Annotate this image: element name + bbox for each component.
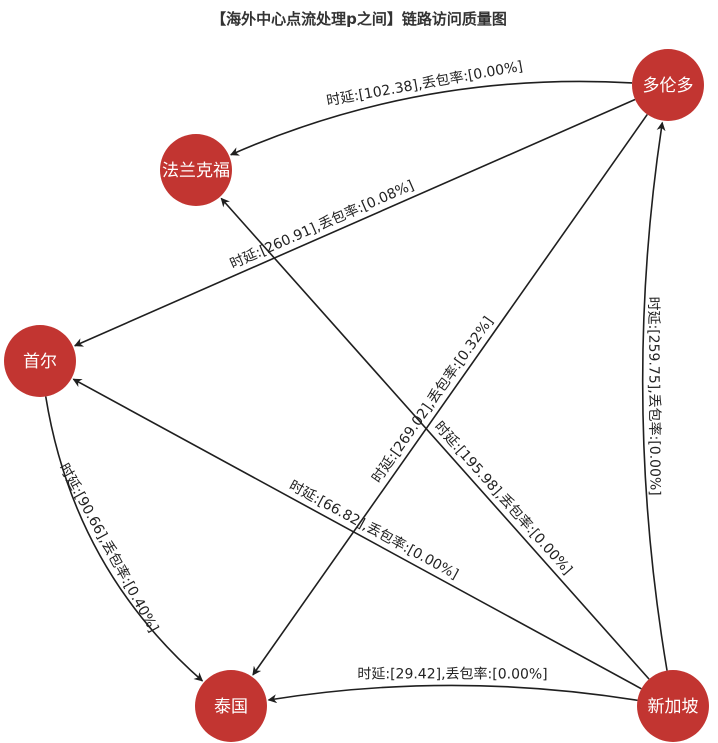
edge-singapore-thailand[interactable]: 时延:[29.42],丢包率:[0.00%] bbox=[267, 665, 638, 704]
edge-label: 时延:[195.98],丢包率:[0.00%] bbox=[431, 418, 576, 578]
edge-line[interactable] bbox=[44, 396, 204, 682]
node-circle[interactable] bbox=[4, 325, 76, 397]
edge-label: 时延:[260.91],丢包率:[0.08%] bbox=[227, 177, 416, 273]
edge-seoul-thailand[interactable]: 时延:[90.66],丢包率:[0.40%] bbox=[44, 396, 204, 682]
edge-line[interactable] bbox=[641, 121, 668, 671]
edge-singapore-seoul[interactable]: 时延:[66.82],丢包率:[0.00%] bbox=[72, 378, 642, 690]
node-singapore[interactable]: 新加坡 bbox=[637, 670, 709, 742]
node-label: 新加坡 bbox=[648, 697, 699, 717]
edge-line[interactable] bbox=[73, 98, 636, 347]
edge-label: 时延:[66.82],丢包率:[0.00%] bbox=[286, 477, 461, 583]
edge-line[interactable] bbox=[229, 80, 633, 156]
node-circle[interactable] bbox=[632, 49, 704, 121]
edge-line[interactable] bbox=[220, 197, 650, 680]
node-label: 法兰克福 bbox=[162, 161, 230, 181]
node-seoul[interactable]: 首尔 bbox=[4, 325, 76, 397]
node-label: 泰国 bbox=[214, 697, 248, 717]
edge-toronto-frankfurt[interactable]: 时延:[102.38],丢包率:[0.00%] bbox=[229, 58, 633, 156]
edge-singapore-toronto[interactable]: 时延:[259.75],丢包率:[0.00%] bbox=[641, 121, 668, 671]
node-circle[interactable] bbox=[160, 134, 232, 206]
edge-singapore-frankfurt[interactable]: 时延:[195.98],丢包率:[0.00%] bbox=[220, 197, 650, 680]
edge-label: 时延:[90.66],丢包率:[0.40%] bbox=[55, 460, 162, 635]
node-toronto[interactable]: 多伦多 bbox=[632, 49, 704, 121]
node-label: 多伦多 bbox=[643, 76, 694, 96]
edges-layer: 时延:[102.38],丢包率:[0.00%] 时延:[260.91],丢包率:[… bbox=[44, 58, 668, 704]
edge-line[interactable] bbox=[72, 378, 642, 690]
node-label: 首尔 bbox=[23, 352, 57, 372]
node-circle[interactable] bbox=[195, 670, 267, 742]
node-thailand[interactable]: 泰国 bbox=[195, 670, 267, 742]
edge-label: 时延:[259.75],丢包率:[0.00%] bbox=[645, 296, 664, 495]
edge-toronto-seoul[interactable]: 时延:[260.91],丢包率:[0.08%] bbox=[73, 98, 636, 347]
edge-line[interactable] bbox=[252, 113, 648, 676]
edge-line[interactable] bbox=[267, 684, 638, 704]
node-frankfurt[interactable]: 法兰克福 bbox=[160, 134, 232, 206]
edge-toronto-thailand[interactable]: 时延:[269.02],丢包率:[0.32%] bbox=[252, 113, 648, 676]
edge-label: 时延:[102.38],丢包率:[0.00%] bbox=[325, 58, 524, 110]
edge-label: 时延:[29.42],丢包率:[0.00%] bbox=[357, 665, 547, 682]
diagram-title: 【海外中心点流处理p之间】链路访问质量图 bbox=[211, 10, 507, 28]
node-circle[interactable] bbox=[637, 670, 709, 742]
